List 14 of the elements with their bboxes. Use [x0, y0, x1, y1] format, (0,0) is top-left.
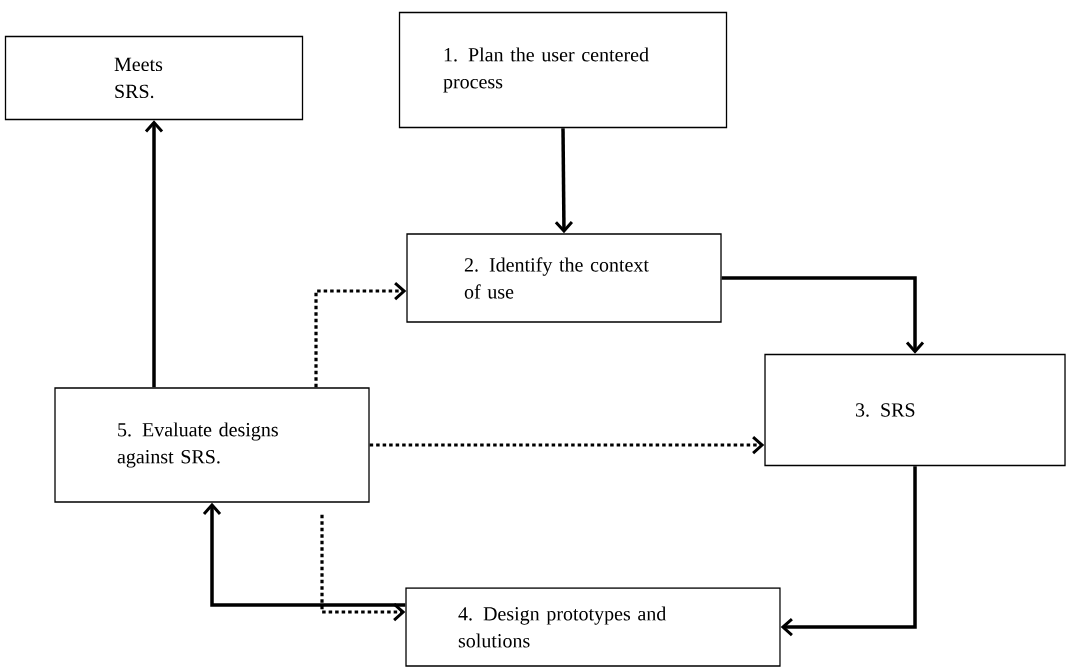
dotted-arrow [320, 514, 406, 622]
process-box: Meets SRS. [4, 35, 304, 121]
dotted-arrow [369, 435, 765, 455]
arrow [554, 128, 574, 234]
process-box: 1. Plan the user centered process [398, 11, 728, 129]
process-box: 4. Design prototypes and solutions [405, 587, 781, 667]
arrow [780, 466, 917, 637]
arrow [144, 120, 164, 388]
arrow [721, 276, 925, 354]
process-box: 3. SRS [764, 353, 1066, 467]
process-box: 5. Evaluate designs against SRS. [54, 387, 370, 503]
dotted-arrow [314, 281, 407, 388]
process-box: 2. Identify the context of use [406, 233, 722, 323]
arrow [202, 502, 406, 607]
